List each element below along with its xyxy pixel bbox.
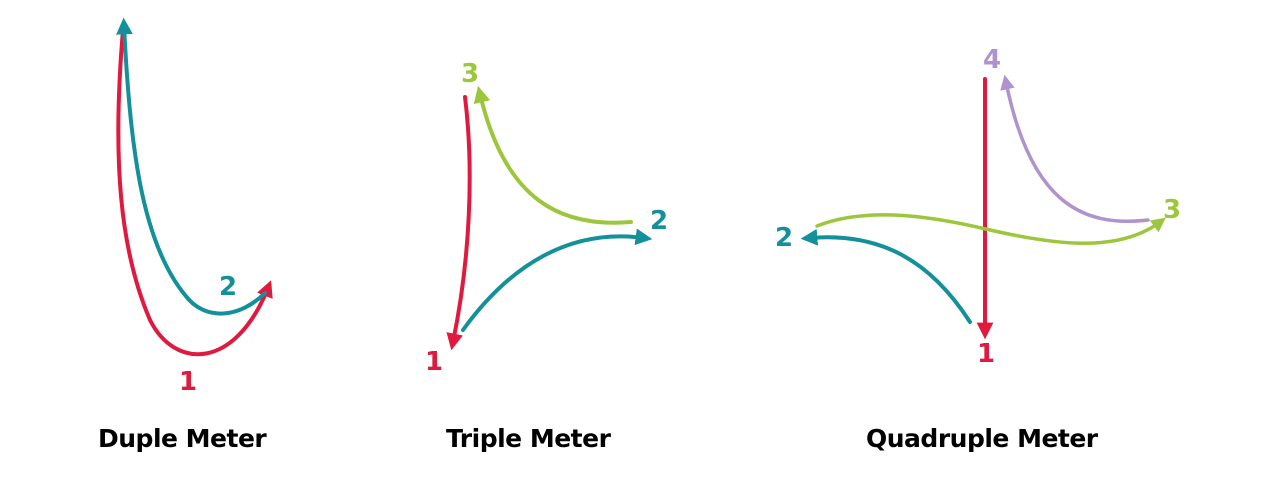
duple-beat-2-label: 2 [219, 272, 237, 302]
triple-meter-title: Triple Meter [446, 424, 611, 453]
duple-beat-1-label: 1 [179, 367, 197, 397]
quadruple-meter-title: Quadruple Meter [866, 424, 1098, 453]
triple-beat-3-label: 3 [461, 59, 479, 89]
duple-meter-diagram: 1 2 [116, 17, 273, 397]
quadruple-beat-2-arrow [800, 228, 972, 324]
duple-meter-title: Duple Meter [98, 424, 267, 453]
duple-beat-2-arrow [116, 17, 267, 316]
duple-beat-1-arrow [116, 28, 273, 357]
triple-beat-2-label: 2 [650, 206, 668, 236]
quadruple-meter-diagram: 1 2 3 4 [775, 45, 1181, 369]
triple-meter-diagram: 1 2 3 [425, 59, 668, 377]
triple-beat-3-arrow [473, 85, 633, 225]
quadruple-beat-4-arrow [1000, 74, 1150, 223]
quadruple-beat-3-label: 3 [1163, 195, 1181, 225]
triple-beat-1-label: 1 [425, 347, 443, 377]
quadruple-beat-4-label: 4 [983, 45, 1001, 75]
quadruple-beat-3-arrow [815, 213, 1166, 245]
quadruple-beat-1-label: 1 [977, 339, 995, 369]
triple-beat-2-arrow [461, 228, 653, 332]
triple-beat-1-arrow [446, 95, 472, 351]
quadruple-beat-2-label: 2 [775, 223, 793, 253]
